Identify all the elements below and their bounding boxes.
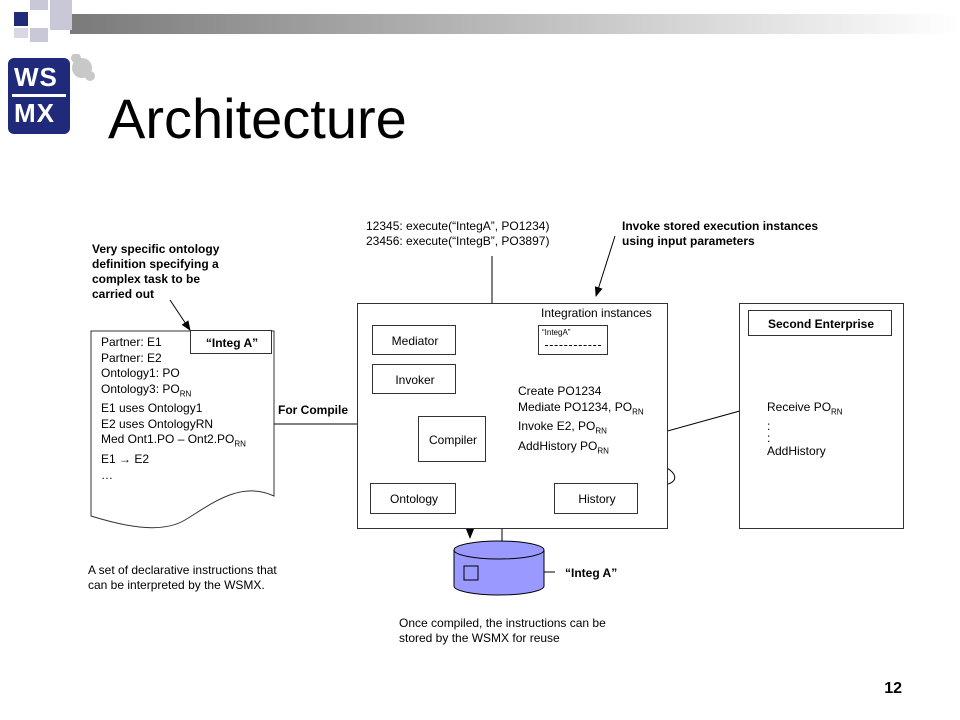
wsmx-logo: WS MX bbox=[8, 54, 96, 138]
step-sub: RN bbox=[597, 446, 609, 456]
doc-line: … bbox=[101, 468, 246, 484]
enterprise-line-text: : bbox=[767, 418, 771, 433]
ontology-label: Ontology bbox=[389, 492, 439, 506]
note-line: complex task to be bbox=[92, 272, 201, 286]
for-compile-label: For Compile bbox=[278, 403, 349, 417]
note-line: Invoke stored execution instances bbox=[622, 219, 819, 233]
invoke-stored-note: Invoke stored execution instances using … bbox=[622, 219, 818, 249]
mediator-box: Mediator bbox=[372, 325, 456, 355]
note-line: can be interpreted by the WSMX. bbox=[88, 578, 265, 592]
enterprise-line-text: AddHistory bbox=[767, 443, 826, 458]
document-tag: “Integ A” bbox=[190, 330, 272, 354]
integration-instances-label: Integration instances bbox=[541, 306, 652, 320]
second-enterprise-title-box: Second Enterprise bbox=[748, 310, 892, 336]
compiler-label: Compiler bbox=[428, 433, 477, 447]
wsmx-steps: Create PO1234 Mediate PO1234, PORN Invok… bbox=[518, 384, 644, 459]
integration-instance-box: “IntegA” bbox=[538, 325, 608, 355]
execute-line: 12345: execute(“IntegA”, PO1234) bbox=[366, 219, 550, 233]
step-sub: RN bbox=[632, 406, 644, 416]
integ-document-shape bbox=[90, 330, 275, 529]
database-cylinder bbox=[453, 540, 545, 596]
note-line: carried out bbox=[92, 287, 155, 301]
invoker-box: Invoker bbox=[372, 364, 456, 394]
doc-line-text: E1 uses Ontology1 bbox=[101, 401, 203, 416]
note-line: stored by the WSMX for reuse bbox=[399, 631, 560, 645]
document-tag-label: “Integ A” bbox=[205, 336, 259, 350]
step-line: Mediate PO1234, PORN bbox=[518, 400, 644, 420]
logo-text-mx: MX bbox=[14, 98, 55, 128]
history-label: History bbox=[578, 492, 616, 506]
header-banner bbox=[14, 0, 960, 42]
step-sub: RN bbox=[595, 426, 607, 436]
doc-line: E1 → E2 bbox=[101, 452, 246, 468]
enterprise-line: Receive PORN bbox=[767, 400, 843, 420]
doc-line: Med Ont1.PO – Ont2.PORN bbox=[101, 432, 246, 452]
doc-line: Ontology1: PO bbox=[101, 366, 246, 382]
note-line: Once compiled, the instructions can be bbox=[399, 616, 606, 630]
instance-dashes bbox=[545, 345, 601, 346]
enterprise-line: : bbox=[767, 420, 843, 432]
enterprise-lines: Receive PORN : : AddHistory bbox=[767, 400, 843, 459]
doc-line: Ontology3: PORN bbox=[101, 382, 246, 402]
enterprise-line-text: Receive PO bbox=[767, 400, 832, 414]
doc-line-text: E1 → E2 bbox=[101, 452, 150, 467]
compiled-note: Once compiled, the instructions can be s… bbox=[399, 616, 606, 646]
enterprise-line-sub: RN bbox=[831, 407, 843, 417]
document-lines: Partner: E1 Partner: E2 Ontology1: PO On… bbox=[101, 335, 246, 483]
declarative-note: A set of declarative instructions that c… bbox=[88, 563, 277, 593]
doc-line-sub: RN bbox=[234, 439, 246, 449]
page-title: Architecture bbox=[108, 87, 407, 150]
instance-label: “IntegA” bbox=[542, 328, 571, 337]
invoker-label: Invoker bbox=[395, 373, 435, 387]
doc-line: Partner: E2 bbox=[101, 351, 246, 367]
second-enterprise-container bbox=[739, 303, 904, 529]
ontology-definition-note: Very specific ontology definition specif… bbox=[92, 242, 219, 302]
db-integ-label: “Integ A” bbox=[565, 566, 618, 580]
note-line: using input parameters bbox=[622, 234, 755, 248]
note-line: A set of declarative instructions that bbox=[88, 563, 277, 577]
doc-line: Partner: E1 bbox=[101, 335, 246, 351]
compiler-box: Compiler bbox=[418, 416, 486, 462]
doc-line-text: Ontology3: PO bbox=[101, 381, 180, 396]
doc-line-text: … bbox=[101, 467, 113, 482]
doc-line-text: Ontology1: PO bbox=[101, 366, 180, 380]
enterprise-line-text: : bbox=[767, 430, 771, 445]
doc-line-text: Partner: E2 bbox=[101, 350, 162, 365]
ontology-box: Ontology bbox=[370, 483, 456, 514]
note-line: definition specifying a bbox=[92, 257, 219, 271]
step-text: AddHistory PO bbox=[518, 439, 598, 454]
doc-line: E1 uses Ontology1 bbox=[101, 401, 246, 417]
step-text: Mediate PO1234, PO bbox=[518, 399, 633, 414]
step-text: Invoke E2, PO bbox=[518, 419, 596, 434]
doc-line-text: E2 uses OntologyRN bbox=[101, 416, 214, 431]
execute-line: 23456: execute(“IntegB”, PO3897) bbox=[366, 234, 550, 248]
doc-line: E2 uses OntologyRN bbox=[101, 417, 246, 433]
note-line: Very specific ontology bbox=[92, 242, 220, 256]
page-number: 12 bbox=[884, 680, 902, 697]
logo-text-ws: WS bbox=[14, 62, 58, 92]
history-box: History bbox=[554, 483, 638, 514]
enterprise-line: : bbox=[767, 432, 843, 444]
mediator-label: Mediator bbox=[391, 334, 439, 348]
step-line: Create PO1234 bbox=[518, 384, 644, 400]
doc-line-sub: RN bbox=[179, 388, 192, 398]
second-enterprise-title: Second Enterprise bbox=[767, 317, 875, 331]
enterprise-line: AddHistory bbox=[767, 444, 843, 460]
step-text: Create PO1234 bbox=[518, 384, 602, 398]
execute-lines: 12345: execute(“IntegA”, PO1234) 23456: … bbox=[366, 219, 549, 249]
doc-line-text: Med Ont1.PO – Ont2.PO bbox=[101, 432, 235, 447]
doc-line-text: Partner: E1 bbox=[101, 335, 162, 349]
step-line: AddHistory PORN bbox=[518, 439, 644, 459]
step-line: Invoke E2, PORN bbox=[518, 419, 644, 439]
